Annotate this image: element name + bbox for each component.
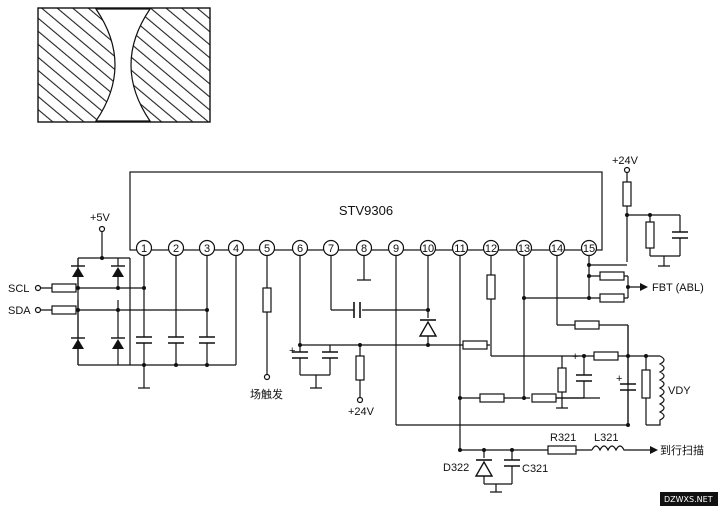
- pin-9: 9: [387, 239, 405, 257]
- svg-text:3: 3: [204, 243, 210, 255]
- svg-text:DZWXS.NET: DZWXS.NET: [664, 495, 713, 504]
- pin5-field-trigger: 场触发: [250, 256, 283, 401]
- label-plus24v-top: +24V: [612, 155, 639, 167]
- svg-text:9: 9: [393, 243, 399, 255]
- svg-text:5: 5: [264, 243, 270, 255]
- svg-text:8: 8: [361, 243, 367, 255]
- pin-7: 7: [322, 239, 340, 257]
- svg-text:15: 15: [583, 243, 595, 255]
- pin-14: 14: [548, 239, 566, 257]
- pin-13: 13: [515, 239, 533, 257]
- pin15-supply-fbt: +24V FBT (ABL): [587, 155, 704, 303]
- resistor-r321: [547, 445, 577, 455]
- distortion-inset: [37, 7, 211, 123]
- pin-row: 1 2 3 4 5 6 7 8 9 10 11 12 13 14 15: [135, 239, 598, 257]
- pin-3: 3: [198, 239, 216, 257]
- input-protection: +5V SCL SDA: [8, 212, 209, 366]
- svg-text:10: 10: [422, 243, 434, 255]
- label-fbt-abl: FBT (ABL): [652, 282, 704, 294]
- pin11-line-scan-output: R321 L321 到行扫描 D322 C321: [443, 256, 704, 493]
- svg-text:11: 11: [454, 243, 465, 255]
- pin-12: 12: [482, 239, 500, 257]
- label-field-trigger: 场触发: [250, 387, 283, 401]
- pin6-7-network: + +24V: [289, 256, 428, 418]
- pin-1: 1: [135, 239, 153, 257]
- svg-text:+: +: [616, 373, 622, 385]
- label-sda: SDA: [8, 305, 31, 317]
- pin-6: 6: [291, 239, 309, 257]
- watermark: DZWXS.NET: [660, 492, 718, 506]
- pin-15: 15: [580, 239, 598, 257]
- pin8-stub: [357, 256, 371, 281]
- pin-4: 4: [227, 239, 245, 257]
- diode-d322: [474, 460, 494, 477]
- svg-text:13: 13: [518, 243, 530, 255]
- svg-text:6: 6: [297, 243, 303, 255]
- label-scl: SCL: [8, 283, 29, 295]
- coil-vdy: [646, 355, 665, 426]
- label-d322: D322: [443, 462, 469, 474]
- pin12-13-network: [462, 256, 590, 400]
- pin1-4-network: [130, 256, 237, 389]
- svg-text:+: +: [289, 345, 295, 357]
- pin14-vdy-network: + + VDY: [556, 256, 691, 427]
- svg-text:2: 2: [173, 243, 179, 255]
- pin-11: 11: [451, 239, 469, 257]
- pin9-10-network: [360, 256, 628, 426]
- pin-2: 2: [167, 239, 185, 257]
- ic-stv9306: STV9306: [129, 171, 603, 251]
- svg-text:4: 4: [233, 243, 239, 255]
- label-l321: L321: [594, 432, 618, 444]
- svg-text:+: +: [572, 351, 578, 363]
- svg-text:7: 7: [328, 243, 334, 255]
- label-r321: R321: [550, 432, 576, 444]
- label-plus24v-mid: +24V: [348, 406, 375, 418]
- svg-text:12: 12: [485, 243, 497, 255]
- ic-name: STV9306: [339, 203, 393, 218]
- pin-8: 8: [355, 239, 373, 257]
- label-vdy: VDY: [668, 385, 691, 397]
- diode-bridge: [71, 258, 125, 365]
- label-to-line-scan: 到行扫描: [660, 443, 704, 457]
- resistor-scl: [51, 283, 77, 293]
- label-plus5v: +5V: [90, 212, 111, 224]
- svg-text:14: 14: [551, 243, 563, 255]
- svg-text:1: 1: [141, 243, 147, 255]
- inductor-l321: [591, 445, 650, 452]
- pin-10: 10: [419, 239, 437, 257]
- label-c321: C321: [522, 463, 548, 475]
- pin-5: 5: [258, 239, 276, 257]
- resistor-sda: [51, 305, 77, 315]
- capacitor-c321: [504, 459, 520, 467]
